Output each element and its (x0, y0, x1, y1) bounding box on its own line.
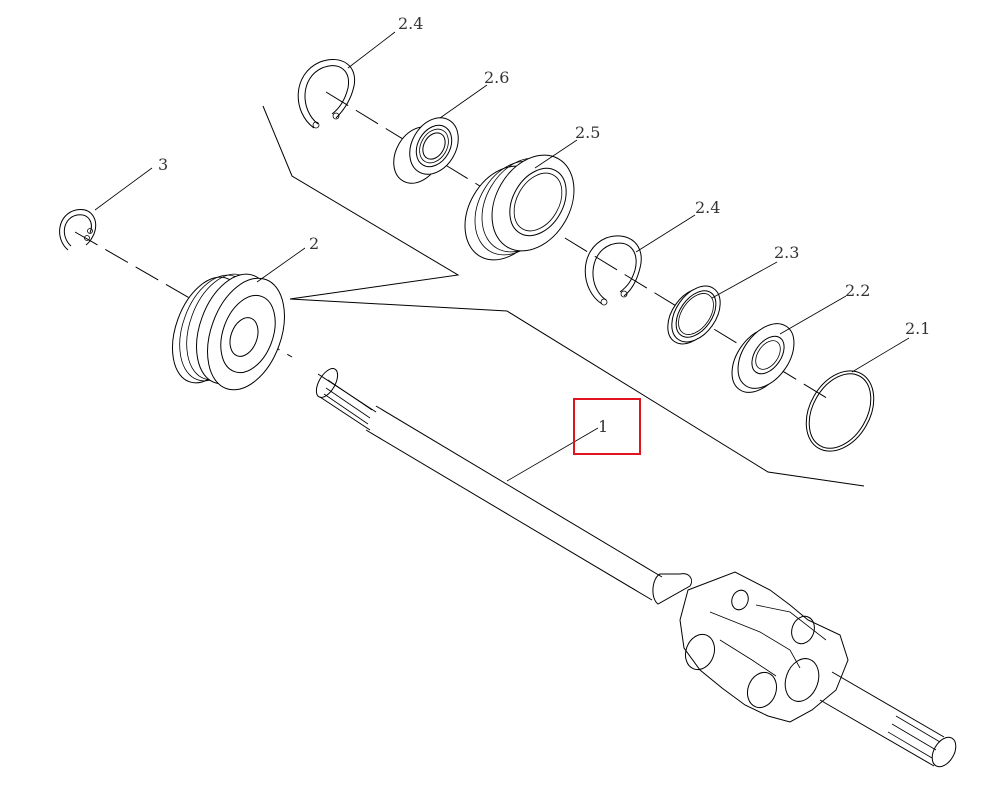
label-2-2: 2.2 (845, 281, 870, 300)
washer-2-2 (731, 323, 795, 393)
o-ring-2-1 (805, 370, 875, 452)
detail-frame-lines (262, 105, 865, 487)
housing-assembly-2 (172, 273, 285, 391)
seal-2-3 (667, 285, 721, 345)
bearing-2-6 (393, 117, 459, 184)
leader-lines (94, 31, 910, 482)
label-2: 2 (309, 234, 319, 253)
housing-2-5 (464, 154, 575, 261)
label-2-4-lower: 2.4 (695, 198, 720, 217)
label-2-6: 2.6 (484, 68, 509, 87)
label-2-1: 2.1 (905, 319, 930, 338)
circlip-3 (59, 209, 97, 251)
label-1: 1 (598, 417, 608, 436)
label-2-4-upper: 2.4 (398, 14, 423, 33)
label-2-3: 2.3 (774, 243, 799, 262)
callout-labels: 2.4 2.6 2.5 2.4 2.3 2.2 2.1 3 2 1 (158, 14, 930, 436)
drive-shaft-1 (315, 368, 957, 768)
circlip-2-4-lower (584, 235, 642, 306)
circlip-2-4-upper (297, 59, 356, 129)
label-2-5: 2.5 (575, 123, 600, 142)
label-3: 3 (158, 155, 168, 174)
highlight-box (573, 398, 641, 455)
